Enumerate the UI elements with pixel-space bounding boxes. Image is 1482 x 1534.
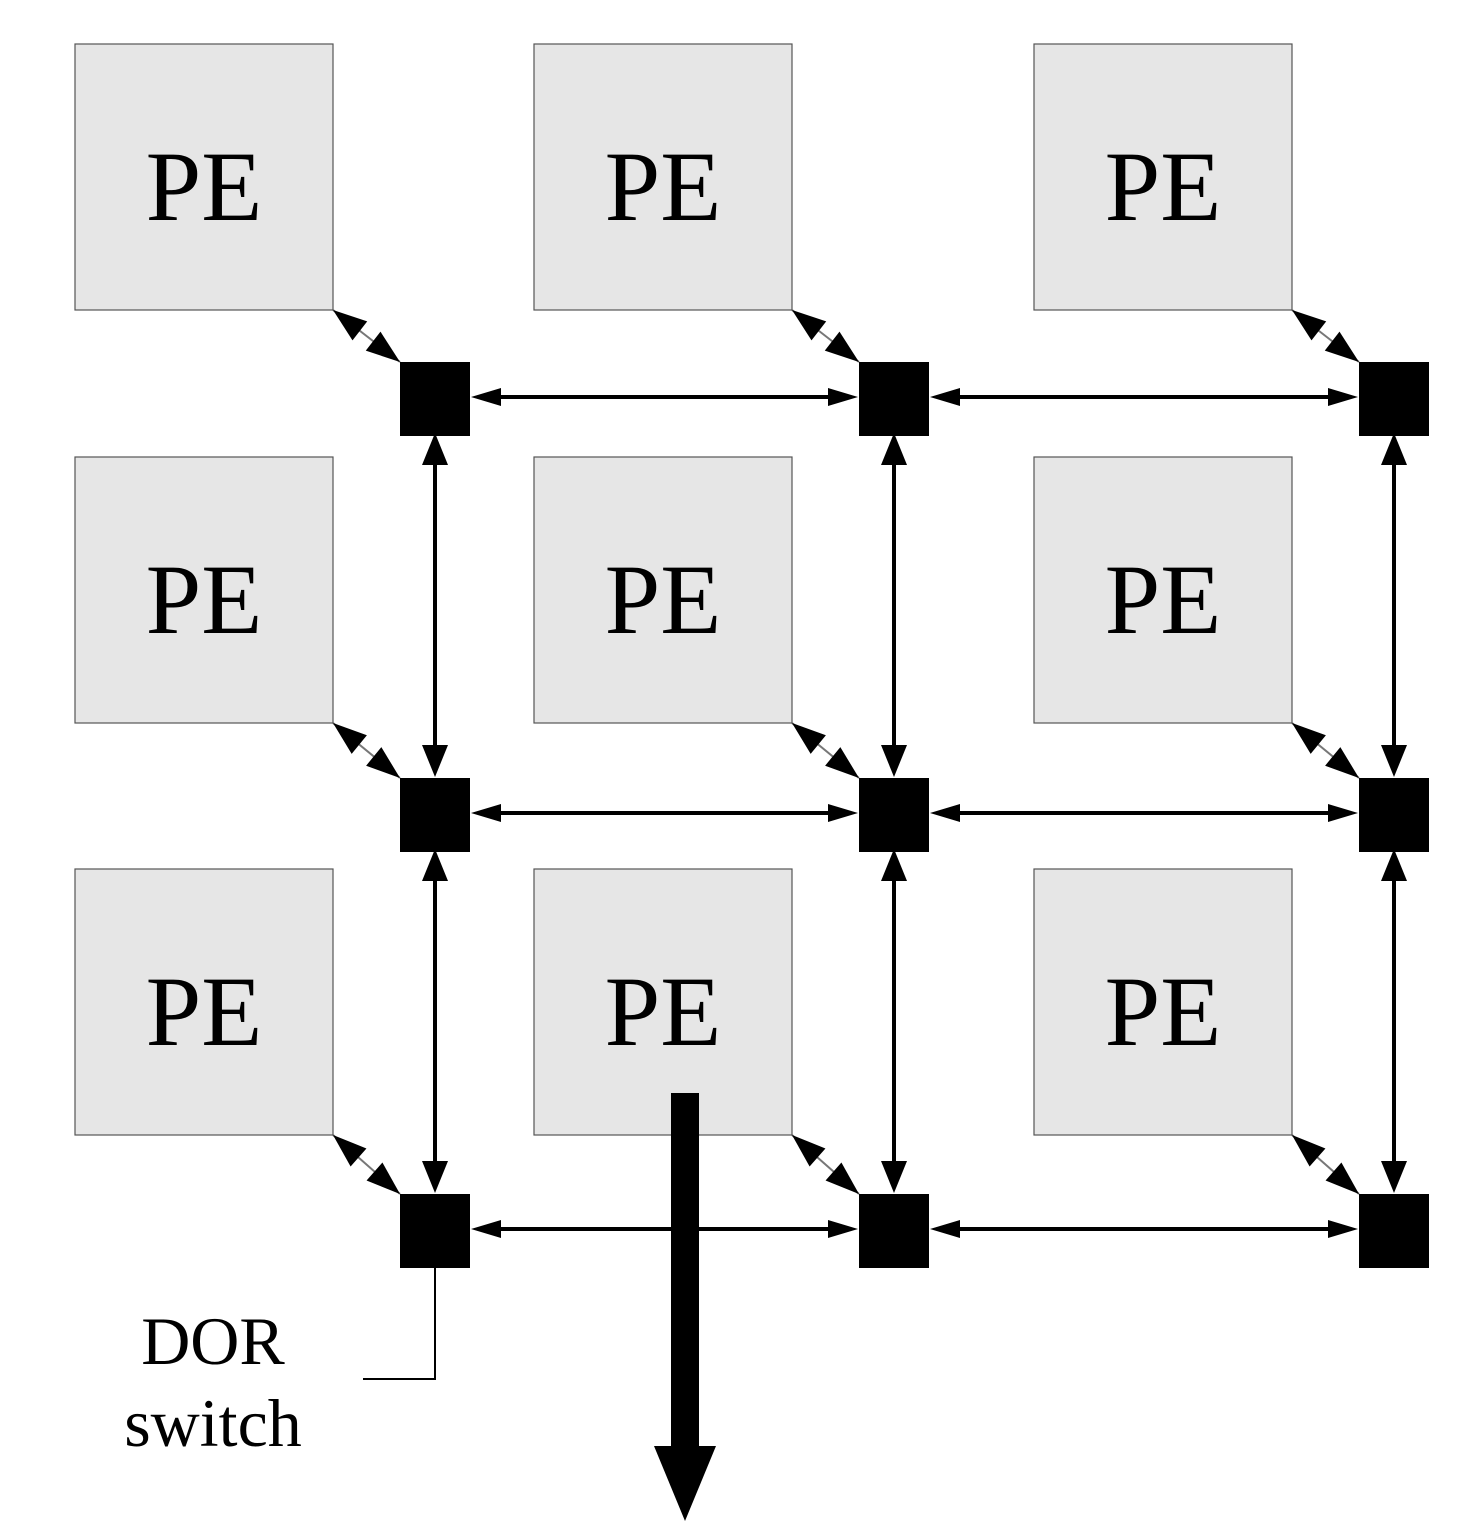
link-arrowhead <box>881 745 907 777</box>
output-arrow <box>654 1093 716 1521</box>
pe-node: PE <box>74 456 334 724</box>
dor-switch <box>400 778 470 852</box>
link-arrowhead <box>930 804 960 822</box>
switch-layer <box>400 362 1429 1268</box>
link-arrowhead <box>471 1220 501 1238</box>
link-arrowhead <box>828 804 858 822</box>
pe-label: PE <box>146 956 263 1067</box>
dor-switch <box>859 1194 929 1268</box>
dor-switch-callout: DOR switch <box>124 1267 436 1461</box>
pe-switch-arrowhead <box>792 310 827 341</box>
pe-box <box>74 868 334 1136</box>
dor-switch <box>1359 362 1429 436</box>
link-arrowhead <box>422 433 448 465</box>
dor-switch <box>1359 1194 1429 1268</box>
pe-switch-arrowhead <box>1324 331 1359 362</box>
pe-node: PE <box>1033 43 1293 311</box>
pe-label: PE <box>605 544 722 655</box>
pe-box <box>533 456 793 724</box>
pe-box <box>74 456 334 724</box>
dor-switch <box>859 778 929 852</box>
pe-switch-arrowhead <box>825 1162 859 1194</box>
dor-switch <box>400 362 470 436</box>
link-arrowhead <box>1328 804 1358 822</box>
link-arrowhead <box>881 433 907 465</box>
pe-node: PE <box>1033 868 1293 1136</box>
pe-label: PE <box>146 544 263 655</box>
pe-switch-arrowhead <box>792 723 826 754</box>
pe-box <box>533 43 793 311</box>
pe-switch-arrowhead <box>366 747 400 778</box>
pe-switch-arrowhead <box>1325 747 1359 778</box>
pe-box <box>1033 868 1293 1136</box>
pe-label: PE <box>1105 544 1222 655</box>
pe-box <box>533 868 793 1136</box>
link-arrowhead <box>422 849 448 881</box>
link-arrowhead <box>422 1161 448 1193</box>
pe-switch-arrowhead <box>1292 1135 1326 1167</box>
link-arrowhead <box>1381 1161 1407 1193</box>
output-arrow-stem <box>671 1093 699 1453</box>
pe-switch-arrowhead <box>333 1135 367 1167</box>
dor-switch <box>1359 778 1429 852</box>
pe-switch-arrowhead <box>824 331 859 362</box>
pe-label: PE <box>1105 956 1222 1067</box>
link-arrowhead <box>1328 388 1358 406</box>
pe-box <box>1033 456 1293 724</box>
link-arrowhead <box>828 388 858 406</box>
callout-label-line-1: DOR <box>141 1303 285 1379</box>
pe-node: PE <box>533 43 793 311</box>
link-arrowhead <box>881 1161 907 1193</box>
pe-box <box>1033 43 1293 311</box>
link-layer <box>332 309 1407 1238</box>
pe-node: PE <box>74 43 334 311</box>
pe-switch-arrowhead <box>1292 723 1326 754</box>
pe-node: PE <box>533 868 793 1136</box>
link-arrowhead <box>930 388 960 406</box>
link-arrowhead <box>930 1220 960 1238</box>
pe-switch-arrowhead <box>365 331 400 362</box>
pe-node: PE <box>74 868 334 1136</box>
link-arrowhead <box>1381 849 1407 881</box>
pe-switch-arrowhead <box>333 723 367 754</box>
pe-switch-arrowhead <box>1325 1162 1359 1194</box>
pe-layer: PE PE PE PE PE PE PE PE PE <box>74 43 1293 1136</box>
link-arrowhead <box>881 849 907 881</box>
output-arrow-head <box>654 1446 716 1521</box>
link-arrowhead <box>1328 1220 1358 1238</box>
link-arrowhead <box>1381 433 1407 465</box>
link-arrowhead <box>1381 745 1407 777</box>
pe-switch-arrowhead <box>825 747 859 778</box>
link-arrowhead <box>828 1220 858 1238</box>
pe-label: PE <box>605 956 722 1067</box>
dor-switch <box>400 1194 470 1268</box>
link-arrowhead <box>471 804 501 822</box>
pe-switch-arrowhead <box>1292 310 1327 341</box>
pe-box <box>74 43 334 311</box>
pe-node: PE <box>533 456 793 724</box>
link-arrowhead <box>422 745 448 777</box>
pe-switch-arrowhead <box>792 1135 826 1167</box>
pe-switch-arrowhead <box>366 1162 400 1194</box>
callout-label-line-2: switch <box>124 1385 302 1461</box>
pe-node: PE <box>1033 456 1293 724</box>
link-arrowhead <box>471 388 501 406</box>
callout-leader-line <box>363 1267 436 1380</box>
pe-label: PE <box>605 131 722 242</box>
pe-switch-arrowhead <box>333 310 368 341</box>
dor-switch <box>859 362 929 436</box>
pe-label: PE <box>146 131 263 242</box>
pe-label: PE <box>1105 131 1222 242</box>
